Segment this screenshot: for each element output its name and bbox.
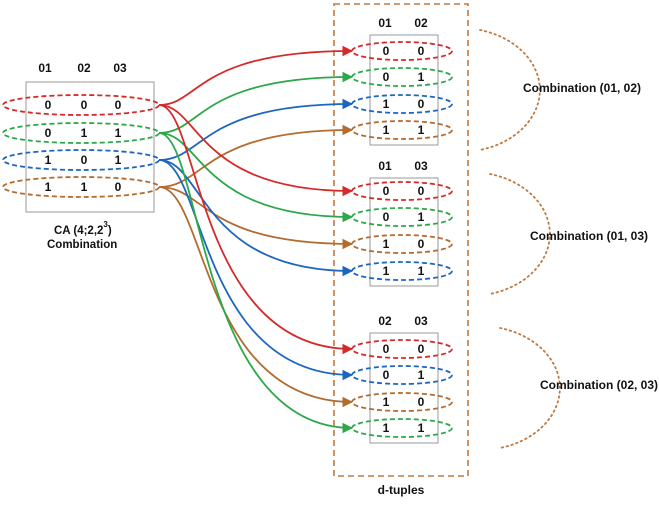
group-3-box — [369, 332, 439, 444]
ca-row-3-val-2: 0 — [81, 153, 88, 167]
group-2-row-1-val-1: 0 — [383, 184, 390, 198]
d-tuples-label: d-tuples — [378, 483, 425, 497]
ca-row-2-val-3: 1 — [115, 126, 122, 140]
ca-header-1: 01 — [38, 61, 52, 75]
ca-caption: CA (4;2,23) — [54, 220, 112, 237]
ca-caption-main: CA (4;2,2 — [54, 225, 103, 237]
connector-ca-row-1-to-group-2-row-1 — [158, 104, 354, 197]
ca-row-4-val-1: 1 — [45, 180, 52, 194]
group-3-row-4-val-1: 1 — [383, 421, 390, 435]
connector-ca-row-1-to-group-3-row-1 — [158, 104, 354, 355]
group-3: 02 03 0 0 0 1 1 0 1 1 Combination (02, 0… — [351, 314, 658, 449]
ca-table-box — [25, 81, 155, 213]
ca-row-2-val-2: 1 — [81, 126, 88, 140]
connector-ca-row-3-to-group-2-row-4 — [158, 159, 354, 277]
group-3-brace — [499, 327, 561, 449]
group-1-row-1-val-1: 0 — [383, 44, 390, 58]
ca-row-2-val-1: 0 — [45, 126, 52, 140]
ca-caption-close: ) — [108, 225, 112, 237]
group-3-row-3-val-1: 1 — [383, 395, 390, 409]
group-2-row-1-val-2: 0 — [418, 184, 425, 198]
group-1-row-4-val-2: 1 — [418, 123, 425, 137]
group-2-row-3-val-1: 1 — [383, 237, 390, 251]
ca-row-1-val-2: 0 — [81, 98, 88, 112]
group-2-row-3-ellipse — [351, 234, 453, 254]
group-2-row-4-val-2: 1 — [418, 264, 425, 278]
group-3-row-1-val-2: 0 — [418, 342, 425, 356]
group-1-brace — [479, 29, 541, 151]
group-3-row-1-val-1: 0 — [383, 342, 390, 356]
group-1-row-4-val-1: 1 — [383, 123, 390, 137]
connector-ca-row-1-to-group-1-row-1 — [158, 45, 354, 106]
ca-caption-superscript: 3 — [103, 220, 108, 229]
group-1-row-3-val-2: 0 — [418, 97, 425, 111]
ca-row-4-val-3: 0 — [115, 180, 122, 194]
group-2-label: Combination (01, 03) — [530, 229, 648, 243]
connector-arrows — [158, 45, 354, 434]
group-3-row-2-val-1: 0 — [383, 368, 390, 382]
group-3-row-3-ellipse — [351, 392, 453, 412]
group-2-row-4-val-1: 1 — [383, 264, 390, 278]
ca-row-3-val-3: 1 — [115, 153, 122, 167]
ca-table: 01 02 03 0 0 0 0 1 1 1 0 1 1 1 0 CA (4; — [2, 61, 160, 251]
group-1-row-1-ellipse — [351, 41, 453, 61]
connector-ca-row-2-to-group-3-row-4 — [158, 132, 354, 434]
connector-ca-row-2-to-group-1-row-2 — [158, 71, 354, 134]
group-1-row-2-val-2: 1 — [418, 70, 425, 84]
ca-row-1-val-3: 0 — [115, 98, 122, 112]
group-2-brace — [489, 173, 551, 295]
group-3-row-4-ellipse — [351, 418, 453, 438]
group-2-row-2-val-2: 1 — [418, 210, 425, 224]
group-3-row-1-ellipse — [351, 339, 453, 359]
group-2-row-3-val-2: 0 — [418, 237, 425, 251]
group-2-row-2-ellipse — [351, 207, 453, 227]
ca-caption-line2: Combination — [47, 239, 117, 251]
ca-row-4-val-2: 1 — [81, 180, 88, 194]
group-3-row-3-val-2: 0 — [418, 395, 425, 409]
connector-ca-row-4-to-group-3-row-3 — [158, 186, 354, 408]
group-3-row-4-val-2: 1 — [418, 421, 425, 435]
connector-ca-row-3-to-group-3-row-2 — [158, 159, 354, 381]
group-3-header-2: 03 — [414, 314, 428, 328]
group-1-row-2-ellipse — [351, 67, 453, 87]
connector-ca-row-4-to-group-1-row-4 — [158, 124, 354, 188]
group-1-row-2-val-1: 0 — [383, 70, 390, 84]
ca-row-3-val-1: 1 — [45, 153, 52, 167]
group-1-row-3-val-1: 1 — [383, 97, 390, 111]
group-2-header-1: 01 — [378, 159, 392, 173]
group-3-label: Combination (02, 03) — [540, 378, 658, 392]
connector-ca-row-4-to-group-2-row-3 — [158, 186, 354, 250]
group-1-box — [369, 34, 439, 146]
group-2-row-4-ellipse — [351, 261, 453, 281]
group-3-row-2-ellipse — [351, 365, 453, 385]
group-1-header-1: 01 — [378, 16, 392, 30]
group-2-header-2: 03 — [414, 159, 428, 173]
group-2-row-2-val-1: 0 — [383, 210, 390, 224]
ca-header-3: 03 — [113, 61, 127, 75]
group-2: 01 03 0 0 0 1 1 0 1 1 Combination (01, 0… — [351, 159, 648, 295]
d-tuples-frame — [333, 3, 469, 477]
group-1-row-4-ellipse — [351, 120, 453, 140]
group-2-row-1-ellipse — [351, 181, 453, 201]
ca-header-2: 02 — [77, 61, 91, 75]
ca-row-1-val-1: 0 — [45, 98, 52, 112]
group-2-box — [369, 177, 439, 287]
connector-ca-row-2-to-group-2-row-2 — [158, 132, 354, 223]
group-1-row-1-val-2: 0 — [418, 44, 425, 58]
group-3-row-2-val-2: 1 — [418, 368, 425, 382]
group-1-row-3-ellipse — [351, 94, 453, 114]
group-3-header-1: 02 — [378, 314, 392, 328]
group-1-label: Combination (01, 02) — [523, 81, 641, 95]
group-1-header-2: 02 — [414, 16, 428, 30]
group-1: 01 02 0 0 0 1 1 0 1 1 Combination (01, 0… — [351, 16, 641, 151]
connector-ca-row-3-to-group-1-row-3 — [158, 98, 354, 161]
